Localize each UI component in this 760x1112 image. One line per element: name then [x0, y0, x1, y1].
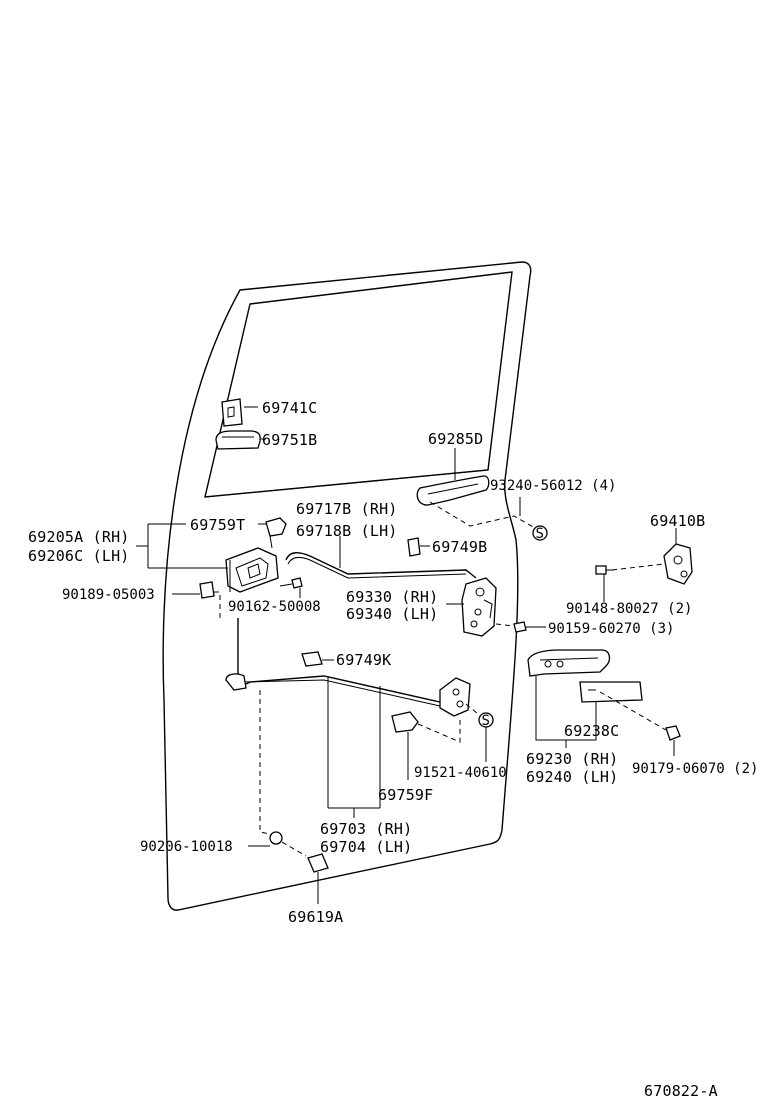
striker-69410b: [611, 528, 693, 585]
door-lock-69330: [446, 577, 497, 637]
clip-69749b: [407, 537, 430, 557]
screw-90148: [595, 565, 614, 602]
label-69205a: 69205A (RH): [28, 528, 130, 546]
label-90179: 90179-06070 (2): [632, 761, 758, 777]
label-69330: 69330 (RH): [346, 588, 438, 606]
label-90148: 90148-80027 (2): [566, 601, 692, 617]
rod-69703: [225, 618, 457, 818]
label-69240: 69240 (LH): [526, 768, 618, 786]
inside-handle-assy-69205a: [225, 547, 279, 593]
label-93240: 93240-56012 (4): [490, 478, 616, 494]
lower-lock-assy: [439, 677, 479, 717]
clip-69741c: [221, 398, 258, 427]
inside-handle-69285d: [416, 448, 490, 506]
rod-69717b: [285, 536, 477, 579]
label-69340: 69340 (LH): [346, 605, 438, 623]
clip-69749k: [301, 651, 334, 667]
screw-90159: [495, 621, 546, 633]
leader-69205a: [136, 523, 228, 569]
plate-69238c: [579, 681, 643, 714]
fastener-69619a: [307, 853, 329, 904]
screw-90162: [279, 577, 303, 598]
nut-90179: [599, 691, 681, 756]
label-69285d: 69285D: [428, 430, 483, 448]
s-mark-bottom: S: [478, 712, 494, 762]
label-69717b: 69717B (RH): [296, 500, 398, 518]
clip-90189: [172, 581, 221, 620]
label-69238c: 69238C: [564, 722, 619, 740]
label-69718b: 69718B (LH): [296, 522, 398, 540]
figure-code: 670822-A: [644, 1082, 718, 1100]
label-69749b: 69749B: [432, 538, 487, 556]
svg-text:S: S: [536, 526, 544, 542]
s-mark-top: S: [429, 497, 548, 542]
label-69751b: 69751B: [262, 431, 317, 449]
svg-text:S: S: [482, 713, 490, 729]
label-69749k: 69749K: [336, 651, 391, 669]
label-69759f: 69759F: [378, 786, 433, 804]
label-69759t: 69759T: [190, 516, 245, 534]
label-69741c: 69741C: [262, 399, 317, 417]
label-69206c: 69206C (LH): [28, 547, 130, 565]
label-90162: 90162-50008: [228, 599, 321, 615]
garnish-69751b: [215, 430, 266, 450]
label-90206: 90206-10018: [140, 839, 233, 855]
clip-69759f: [391, 711, 461, 780]
label-69703: 69703 (RH): [320, 820, 412, 838]
grommet-90206: [248, 690, 307, 857]
label-90189: 90189-05003: [62, 587, 155, 603]
label-69230: 69230 (RH): [526, 750, 618, 768]
label-69619a: 69619A: [288, 908, 343, 926]
label-91521: 91521-40610: [414, 765, 507, 781]
label-69704: 69704 (LH): [320, 838, 412, 856]
outside-handle-69230: [527, 649, 611, 748]
clip-69759t: [258, 517, 287, 549]
label-90159: 90159-60270 (3): [548, 621, 674, 637]
label-69410b: 69410B: [650, 512, 705, 530]
